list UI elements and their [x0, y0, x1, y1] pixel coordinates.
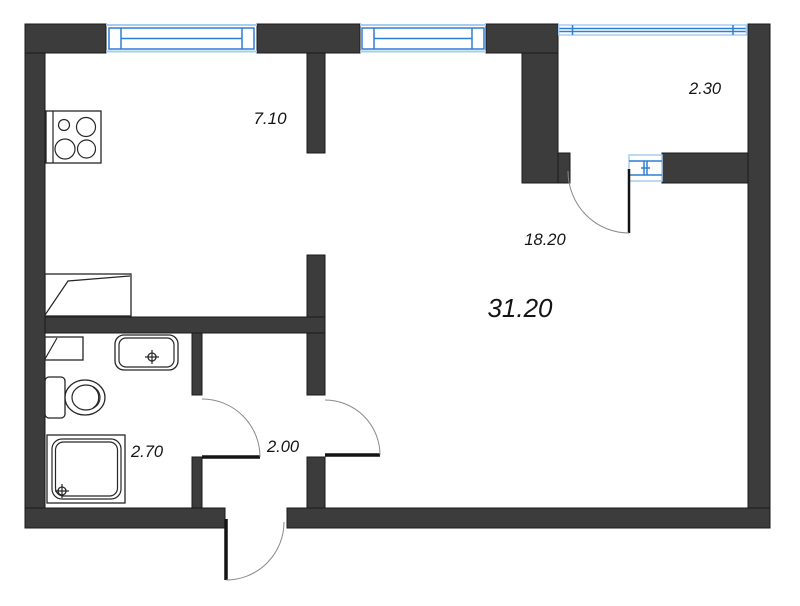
- faucet-icon: [145, 350, 159, 364]
- stove-icon: [45, 110, 102, 164]
- drain-icon: [55, 484, 69, 498]
- wall-bottom-right: [286, 507, 771, 529]
- balcony-glazing-icon: [557, 24, 748, 36]
- kitchen-counter-icon: [44, 273, 132, 317]
- wall-right: [747, 23, 771, 529]
- bathroom-shelf-icon: [44, 336, 84, 361]
- toilet-icon: [44, 376, 106, 419]
- total-area-label: 31.20: [487, 293, 553, 323]
- balcony-door-icon: [567, 169, 631, 234]
- bathroom-door-icon: [201, 398, 261, 459]
- wall-top-segment-1: [24, 23, 107, 54]
- wall-bathroom-hall-lower: [191, 456, 203, 509]
- kitchen-area-label: 7.10: [253, 109, 287, 128]
- wall-hall-living-lower: [306, 456, 326, 509]
- entrance-door-icon: [224, 519, 285, 581]
- walls: [24, 23, 771, 529]
- hallway-area-label: 2.00: [266, 438, 300, 456]
- shower-tray-icon: [46, 434, 126, 504]
- hallway-door-icon: [324, 399, 381, 457]
- wall-left: [24, 23, 46, 529]
- wall-bathroom-top: [44, 316, 326, 334]
- wall-balcony-divider: [661, 152, 749, 184]
- kitchen-window-icon: [106, 24, 257, 53]
- living-room-area-label: 18.20: [524, 231, 566, 249]
- balcony-area-label: 2.30: [688, 80, 722, 98]
- wall-balcony-step: [557, 152, 571, 184]
- wall-top-segment-2: [256, 23, 361, 54]
- wall-bathroom-hall-upper: [191, 332, 203, 396]
- wall-bottom-left: [24, 507, 226, 529]
- wall-top-segment-3: [485, 23, 559, 54]
- balcony-door-window-icon: [628, 154, 663, 182]
- wall-balcony-left: [521, 52, 559, 184]
- living-room-window-icon: [360, 24, 486, 53]
- sink-icon: [114, 334, 179, 371]
- bathroom-area-label: 2.70: [130, 443, 164, 461]
- wall-kitchen-living-upper: [306, 52, 326, 154]
